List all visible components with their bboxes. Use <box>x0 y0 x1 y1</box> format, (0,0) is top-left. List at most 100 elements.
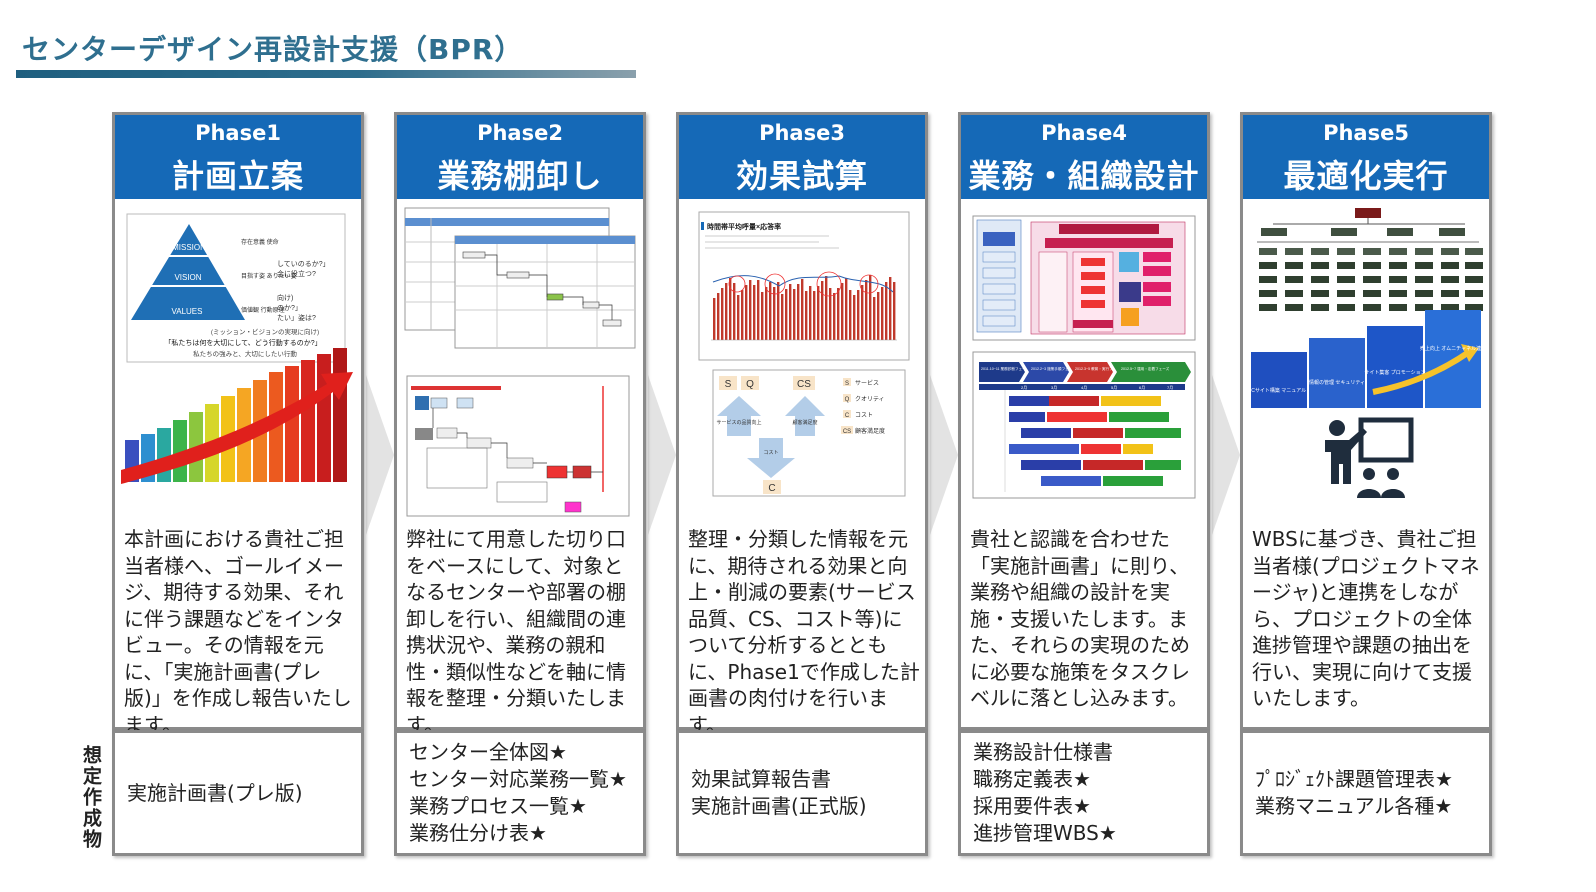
thumbnail-bar <box>773 287 776 340</box>
wbs-schedule-thumbnail: 2011.10~11 業務診断フェーズ 2012.2~3 施策手順フェーズ 20… <box>972 351 1196 499</box>
phase-name: 最適化実行 <box>1283 157 1449 195</box>
thumbnail-bar <box>877 292 880 340</box>
thumbnail-bar <box>845 278 848 340</box>
wbs-month-label: 2月 <box>1021 385 1027 390</box>
wbs-month-label: 6月 <box>1139 385 1145 390</box>
org-tree-node <box>1441 276 1459 283</box>
thumbnail-bar <box>721 288 724 340</box>
pyramid-vision-label: VISION <box>174 273 201 282</box>
org-tree-node <box>1311 276 1329 283</box>
org-tree-node <box>1337 262 1355 269</box>
output-box: センター全体図★ センター対応業務一覧★ 業務プロセス一覧★ 業務仕分け表★ <box>394 730 646 856</box>
thumbnail-bar <box>785 289 788 340</box>
pyramid-caption: 「私たちは何を大切にして、どう行動するのか?」 <box>164 338 321 347</box>
thumbnail-bar <box>857 290 860 340</box>
org-tree-node <box>1465 248 1483 255</box>
thumbnail-bar <box>869 275 872 340</box>
thumbnail-bar <box>829 288 832 340</box>
phase-header: Phase1 計画立案 <box>115 115 361 199</box>
thumbnail-bar <box>761 292 764 340</box>
org-tree-node <box>1337 304 1355 311</box>
output-item: 実施計画書(正式版) <box>691 794 867 818</box>
org-tree-node <box>1337 290 1355 297</box>
presenter-icon <box>1325 417 1414 498</box>
thumbnail-bar <box>889 277 892 340</box>
pyramid-values-label: VALUES <box>172 307 203 316</box>
legend-key: CS <box>843 429 851 435</box>
thumbnail-bar <box>745 285 748 340</box>
thumbnail-bar <box>725 283 728 340</box>
pyramid-side-label: 価値観 行動原理 <box>241 306 285 314</box>
org-tree-node <box>1363 304 1381 311</box>
phase5-illustration: ECサイト構築 マニュアル 情報の管理 セキュリティ サイト集客 プロモーション… <box>1243 202 1489 520</box>
thumbnail-bar <box>765 287 768 340</box>
org-tree-node <box>1363 290 1381 297</box>
org-tree-node <box>1311 262 1329 269</box>
phase-name: 業務棚卸し <box>437 157 603 195</box>
thumbnail-bar <box>805 291 808 340</box>
wbs-period-label: 2012.5~7 運用・定着フェーズ <box>1121 366 1170 371</box>
output-item: 職務定義表★ <box>973 767 1091 791</box>
thumbnail-bar <box>825 276 828 340</box>
legend-label: 顧客満足度 <box>855 427 885 435</box>
wbs-period-label: 2012.2~3 施策手順フェーズ <box>1031 366 1076 371</box>
pyramid-callout: していのるか?」 <box>277 260 330 268</box>
thumbnail-bar <box>817 286 820 340</box>
legend-label: コスト <box>855 412 873 419</box>
phase-header: Phase3 効果試算 <box>679 115 925 199</box>
thumbnail-bar <box>885 282 888 340</box>
org-tree-node <box>1259 262 1277 269</box>
phase-number: Phase2 <box>477 121 563 145</box>
phase4-illustration: 2011.10~11 業務診断フェーズ 2012.2~3 施策手順フェーズ 20… <box>961 202 1207 520</box>
chevron-arrow-icon <box>648 375 676 535</box>
phase-number: Phase3 <box>759 121 845 145</box>
thumbnail-bar <box>873 297 876 340</box>
pyramid-side-label: 存在意義 使命 <box>241 238 279 246</box>
phase3-illustration: 時間帯平均呼量×応答率 S Q CS <box>679 202 925 520</box>
org-tree-node <box>1337 276 1355 283</box>
pyramid-side-label: 目指す姿 ありたい姿 <box>241 272 297 280</box>
output-box: 業務設計仕様書 職務定義表★ 採用要件表★ 進捗管理WBS★ <box>958 730 1210 856</box>
thumbnail-bar <box>809 286 812 340</box>
output-item: 業務プロセス一覧★ <box>409 794 587 818</box>
phase-name: 効果試算 <box>735 157 868 195</box>
wbs-month-label: 5月 <box>1111 385 1117 390</box>
org-tree-node <box>1389 290 1407 297</box>
phase-header: Phase2 業務棚卸し <box>397 115 643 199</box>
pyramid-mission-label: MISSION <box>172 243 206 252</box>
org-tree-node <box>1311 290 1329 297</box>
org-tree-node <box>1337 248 1355 255</box>
growth-steps-graphic: ECサイト構築 マニュアル 情報の管理 セキュリティ サイト集客 プロモーション… <box>1248 310 1486 408</box>
org-tree-node <box>1311 248 1329 255</box>
org-tree-node <box>1363 248 1381 255</box>
phase-header: Phase5 最適化実行 <box>1243 115 1489 199</box>
org-tree-node <box>1311 304 1329 311</box>
output-box: 実施計画書(プレ版) <box>112 730 364 856</box>
output-box: ﾌﾟﾛｼﾞｪｸﾄ課題管理表★ 業務マニュアル各種★ <box>1240 730 1492 856</box>
thumbnail-bar <box>821 281 824 340</box>
org-tree-node <box>1465 276 1483 283</box>
phase-description: 弊社にて用意した切り口をベースにして、対象となるセンターや部署の棚卸しを行い、組… <box>406 527 626 737</box>
output-item: センター対応業務一覧★ <box>409 767 627 791</box>
phase-name: 計画立案 <box>171 157 304 195</box>
thumbnail-bar <box>837 288 840 340</box>
thumbnail-bar <box>797 284 800 340</box>
phase-description: 整理・分類した情報を元に、期待される効果と向上・削減の要素(サービス品質、CS、… <box>688 527 920 737</box>
wbs-period-label: 2012.3~5 教育・実行フェーズ <box>1075 366 1124 371</box>
org-tree-node <box>1389 248 1407 255</box>
org-tree-node <box>1259 248 1277 255</box>
process-table-thumbnail <box>404 207 636 349</box>
thumbnail-bar <box>741 290 744 340</box>
legend-label: サービス <box>855 379 879 387</box>
output-box: 効果試算報告書 実施計画書(正式版) <box>676 730 928 856</box>
thumbnail-bar <box>729 278 732 340</box>
org-tree-node <box>1285 304 1303 311</box>
thumbnail-bar <box>861 285 864 340</box>
arrow-label-service: サービスの品質向上 <box>716 419 761 426</box>
pyramid-callout: 会に役立つ? <box>277 269 316 278</box>
growth-step-label: 情報の管理 セキュリティ <box>1309 379 1365 386</box>
thumbnail-bar <box>737 295 740 340</box>
thumbnail-bar <box>813 291 816 340</box>
phase-name: 業務・組織設計 <box>968 157 1200 195</box>
pyramid-caption: (ミッション・ビジョンの実現に向け) <box>211 327 319 336</box>
